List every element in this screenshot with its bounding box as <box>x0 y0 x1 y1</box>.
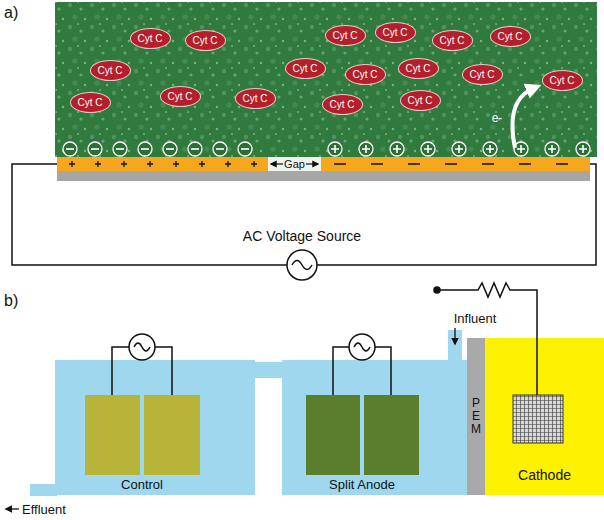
control-electrode <box>85 395 140 475</box>
influent-label: Influent <box>454 311 497 326</box>
resistor <box>434 283 537 395</box>
protein-ellipse: Cyt C <box>432 30 473 51</box>
node-text: Cathode <box>518 467 571 483</box>
node-text: Cyt C <box>193 35 218 46</box>
circuit-wire <box>12 164 596 280</box>
ac-source <box>112 334 391 395</box>
cathode-mesh <box>513 395 563 443</box>
node-text: Cyt C <box>78 97 103 108</box>
protein-ellipse: Cyt C <box>130 28 171 49</box>
node-text: Cyt C <box>550 75 575 86</box>
protein-ellipse: Cyt C <box>185 30 226 51</box>
node-text: Cyt C <box>330 99 355 110</box>
protein-ellipse: Cyt C <box>90 60 131 81</box>
node-text: Cyt C <box>353 69 378 80</box>
chamber-label: Control <box>121 477 163 492</box>
node-text: Cyt C <box>333 30 358 41</box>
node-text: Cyt C <box>470 69 495 80</box>
cathode-chamber: Cathode <box>485 338 604 495</box>
protein-ellipse: Cyt C <box>462 64 503 85</box>
protein-ellipse: Cyt C <box>160 86 201 107</box>
electrode-left <box>57 157 268 171</box>
node-text: Cyt C <box>243 93 268 104</box>
membrane-strip: PEM <box>467 338 485 495</box>
electrode-right <box>321 157 590 171</box>
node-text: Cyt C <box>406 63 431 74</box>
charge-row <box>63 142 590 156</box>
node-text: Cyt C <box>498 31 523 42</box>
protein-ellipse: Cyt C <box>235 88 276 109</box>
node-text: PEM <box>470 397 482 437</box>
node-text: Cyt C <box>98 65 123 76</box>
node-text: Cyt C <box>168 91 193 102</box>
solution <box>55 2 597 157</box>
reactor-tank <box>30 330 467 496</box>
electrode-signs <box>69 161 568 167</box>
source-label: AC Voltage Source <box>243 228 361 244</box>
electron-label: e- <box>492 111 503 125</box>
gap <box>268 157 321 171</box>
effluent-label: Effluent <box>22 502 66 517</box>
protein-ellipse: Cyt C <box>285 58 326 79</box>
gap-label: Gap <box>284 158 305 170</box>
node-text: Cyt C <box>383 27 408 38</box>
node-text: Cyt C <box>408 95 433 106</box>
protein-ellipse: Cyt C <box>490 26 531 47</box>
protein-ellipse: Cyt C <box>542 70 583 91</box>
protein-ellipse: Cyt C <box>325 25 366 46</box>
electron-arrow <box>512 88 534 148</box>
chamber-label: Split Anode <box>329 477 395 492</box>
protein-ellipse: Cyt C <box>400 90 441 111</box>
protein-ellipse: Cyt C <box>375 22 416 43</box>
node-text: Cyt C <box>293 63 318 74</box>
effluent-arrow <box>6 508 19 509</box>
node-text: Cyt C <box>138 33 163 44</box>
protein-ellipse: Cyt C <box>70 92 111 113</box>
cathode-chamber <box>485 338 604 495</box>
protein-ellipse: Cyt C <box>322 94 363 115</box>
influent-arrow <box>454 328 455 344</box>
split-anode-electrode <box>306 395 360 475</box>
protein-ellipse: Cyt C <box>398 58 439 79</box>
node-text: Cyt C <box>440 35 465 46</box>
control-electrode <box>144 395 200 475</box>
panel-letter: b) <box>4 292 18 310</box>
pem-membrane <box>467 338 485 495</box>
protein-ellipse: Cyt C <box>345 64 386 85</box>
split-anode-electrode <box>364 395 419 475</box>
substrate <box>57 171 590 181</box>
panel-letter: a) <box>4 4 18 22</box>
